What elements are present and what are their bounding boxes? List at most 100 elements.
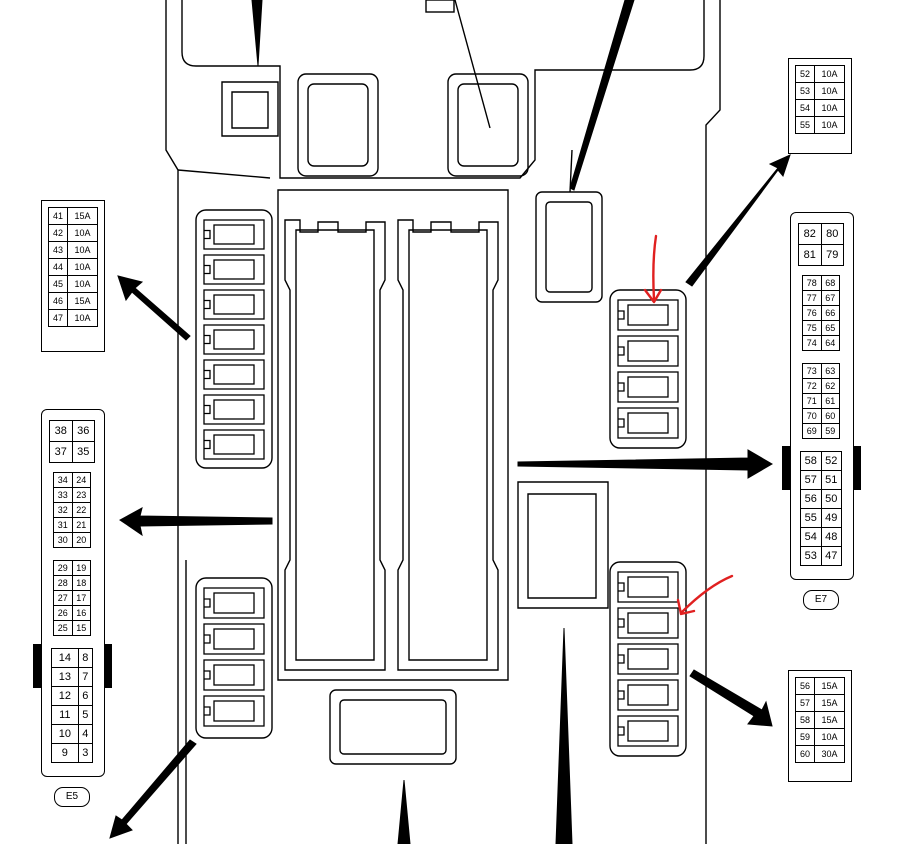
pin-number: 75: [802, 320, 822, 336]
fuse-slot-inner: [627, 648, 669, 670]
fuse-rating: 10A: [814, 99, 845, 117]
pin-number: 47: [820, 546, 842, 566]
pin-number: 19: [71, 560, 91, 576]
pin-number: 68: [820, 275, 840, 291]
pin-number: 73: [802, 363, 822, 379]
pin-number: 17: [71, 590, 91, 606]
fuse-number: 53: [795, 82, 815, 100]
pin-number: 54: [800, 527, 822, 547]
fuse-slot-inner: [213, 364, 255, 385]
fuse-number: 44: [48, 258, 68, 276]
pin-number: 14: [51, 648, 79, 668]
fuse-slot: [203, 429, 265, 460]
fuse-slot-tab: [204, 299, 211, 310]
pointer-arrow-to-e5: [119, 507, 273, 537]
pin-number: 37: [49, 441, 73, 463]
pin-number: 63: [820, 363, 840, 379]
relay-top-right: [447, 73, 529, 177]
pin-number: 77: [802, 290, 822, 306]
fuse-rating: 10A: [67, 224, 98, 242]
fuse-slot-tab: [618, 726, 625, 736]
pin-number: 12: [51, 686, 79, 706]
fuse-number: 42: [48, 224, 68, 242]
fuse-rating: 10A: [814, 82, 845, 100]
fuse-number: 60: [795, 745, 815, 763]
pin-number: 81: [798, 244, 822, 266]
relay-bottom: [329, 689, 457, 765]
pin-number: 23: [71, 487, 91, 503]
fuse-slot-inner: [213, 700, 255, 722]
fuse-slot-inner: [627, 376, 669, 398]
fuse-slot-inner: [627, 340, 669, 362]
pin-number: 28: [53, 575, 73, 591]
fuse-holder-right-lower: [609, 561, 687, 757]
fuse-number: 46: [48, 292, 68, 310]
pointer-arrow-to-lower-left: [109, 739, 197, 839]
fuse-slot: [203, 289, 265, 320]
pin-number: 29: [53, 560, 73, 576]
pin-number: 70: [802, 408, 822, 424]
e7-latch-right: [853, 446, 861, 490]
pin-number: 76: [802, 305, 822, 321]
fuse-slot-inner: [627, 304, 669, 326]
fuse-slot-inner: [627, 576, 669, 598]
fuse-slot-tab: [204, 404, 211, 415]
fuse-slot-inner: [213, 294, 255, 315]
pin-number: 79: [820, 244, 844, 266]
pin-number: 62: [820, 378, 840, 394]
fuse-number: 47: [48, 309, 68, 327]
pin-number: 21: [71, 517, 91, 533]
relay-slot-right: [397, 219, 499, 671]
fuse-slot: [617, 607, 679, 639]
pin-number: 59: [820, 423, 840, 439]
fuse-number: 55: [795, 116, 815, 134]
fuse-slot: [203, 254, 265, 285]
fuse-slot-tab: [204, 369, 211, 380]
fuse-number: 43: [48, 241, 68, 259]
pin-number: 34: [53, 472, 73, 488]
pin-number: 6: [77, 686, 94, 706]
fuse-slot: [203, 394, 265, 425]
pin-number: 22: [71, 502, 91, 518]
fuse-rating: 30A: [814, 745, 845, 763]
fuse-slot-inner: [213, 434, 255, 455]
fuse-rating: 15A: [814, 694, 845, 712]
fuse-slot-tab: [204, 706, 211, 716]
fuse-rating: 15A: [67, 292, 98, 310]
fuse-slot-inner: [213, 329, 255, 350]
pointer-arrow-to-bottom-right-table: [689, 669, 773, 727]
fuse-slot-tab: [618, 346, 625, 356]
pointer-arrow-bottom-center: [397, 779, 411, 844]
pin-number: 38: [49, 420, 73, 442]
fuse-slot: [203, 219, 265, 250]
pin-number: 56: [800, 489, 822, 509]
relay-right-top: [535, 191, 603, 303]
pin-number: 31: [53, 517, 73, 533]
relay-top-left: [297, 73, 379, 177]
pin-number: 64: [820, 335, 840, 351]
pin-number: 24: [71, 472, 91, 488]
pin-number: 33: [53, 487, 73, 503]
fuse-slot: [617, 407, 679, 439]
fuse-number: 57: [795, 694, 815, 712]
pointer-arrow-top-left: [251, 0, 263, 67]
pin-number: 82: [798, 223, 822, 245]
fuse-number: 54: [795, 99, 815, 117]
pin-number: 30: [53, 532, 73, 548]
fuse-slot: [617, 715, 679, 747]
fuse-slot: [203, 587, 265, 619]
fuse-slot: [617, 371, 679, 403]
